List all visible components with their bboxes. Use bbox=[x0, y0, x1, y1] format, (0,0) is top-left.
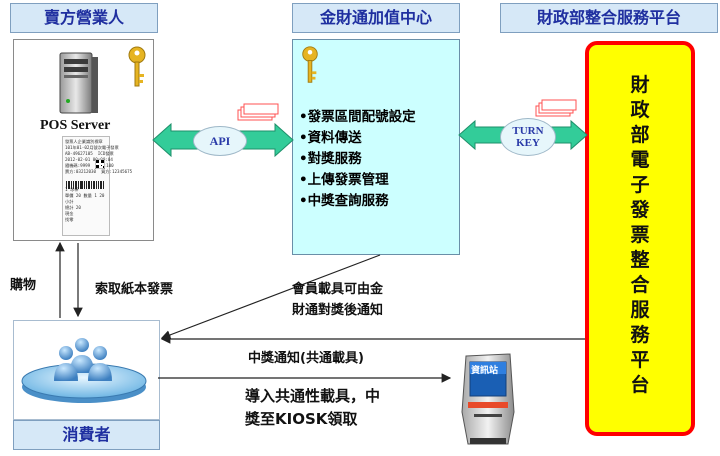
mof-title-char: 服 bbox=[630, 299, 650, 321]
server-icon bbox=[59, 52, 98, 114]
seller-panel: POS Server 發票人企業識別標章 101年01-02月號次電子發票 AB… bbox=[13, 39, 154, 241]
mof-title-char: 子 bbox=[630, 174, 650, 196]
win-notice-label: 中獎通知(共通載具) bbox=[248, 351, 364, 366]
mof-title-char: 整 bbox=[630, 249, 650, 271]
seller-header: 賣方營業人 bbox=[10, 3, 158, 33]
qr-code-icon bbox=[95, 159, 105, 169]
person-icon bbox=[54, 346, 78, 381]
service-item: •對獎服務 bbox=[299, 151, 362, 167]
key-icon bbox=[302, 46, 318, 83]
api-ellipse: API bbox=[193, 126, 247, 156]
barcode-icon bbox=[66, 181, 104, 189]
turnkey-ellipse: TURN KEY bbox=[500, 118, 556, 156]
person-icon bbox=[88, 346, 112, 381]
api-label: API bbox=[209, 133, 231, 148]
pos-server-label: POS Server bbox=[40, 118, 111, 133]
consumer-header: 消費者 bbox=[13, 420, 160, 450]
mof-title-char: 電 bbox=[630, 149, 650, 171]
purchase-label: 購物 bbox=[10, 278, 37, 293]
mof-platform-panel: 財政部電子發票整合服務平台 bbox=[585, 41, 695, 436]
key-icon bbox=[128, 46, 146, 87]
mof-title-char: 台 bbox=[630, 374, 650, 396]
mof-title-char: 發 bbox=[630, 199, 650, 221]
mof-title-char: 票 bbox=[630, 224, 650, 246]
service-item: •發票區間配號設定 bbox=[299, 109, 416, 125]
service-list: •發票區間配號設定 •資料傳送 •對獎服務 •上傳發票管理 •中獎查詢服務 bbox=[299, 107, 416, 212]
consumer-users-icon bbox=[21, 338, 147, 403]
center-panel: •發票區間配號設定 •資料傳送 •對獎服務 •上傳發票管理 •中獎查詢服務 bbox=[292, 39, 460, 255]
document-stack-icon bbox=[237, 103, 279, 121]
mof-title-char: 務 bbox=[630, 324, 650, 346]
document-stack-icon bbox=[535, 99, 577, 117]
turnkey-label-line1: TURN bbox=[512, 125, 544, 137]
import-carrier-label-line2: 獎至KIOSK領取 bbox=[245, 410, 358, 428]
paper-receipt: 發票人企業識別標章 101年01-02月號次電子發票 AB-49627105 I… bbox=[62, 136, 132, 236]
mof-title-char: 政 bbox=[630, 99, 650, 121]
member-notify-label-line2: 財通對獎後通知 bbox=[292, 303, 384, 318]
turnkey-label-line2: KEY bbox=[516, 137, 540, 149]
kiosk-screen-text: 資訊站 bbox=[471, 366, 499, 376]
service-item: •資料傳送 bbox=[299, 130, 362, 146]
service-item: •上傳發票管理 bbox=[299, 172, 389, 188]
member-notify-label-line1: 會員載具可由金 bbox=[292, 282, 384, 297]
mof-title-char: 部 bbox=[630, 124, 650, 146]
mof-title-char: 平 bbox=[630, 349, 650, 371]
mof-platform-title: 財政部電子發票整合服務平台 bbox=[589, 73, 691, 398]
service-item: •中獎查詢服務 bbox=[299, 193, 389, 209]
mof-header: 財政部整合服務平台 bbox=[500, 3, 718, 33]
kiosk-icon bbox=[461, 353, 515, 445]
center-header: 金財通加值中心 bbox=[292, 3, 460, 33]
person-icon bbox=[70, 338, 94, 373]
consumer-panel bbox=[13, 320, 160, 420]
mof-title-char: 財 bbox=[630, 74, 650, 96]
import-carrier-label-line1: 導入共通性載具，中 bbox=[245, 387, 381, 405]
request-paper-label: 索取紙本發票 bbox=[95, 282, 174, 297]
mof-title-char: 合 bbox=[630, 274, 650, 296]
